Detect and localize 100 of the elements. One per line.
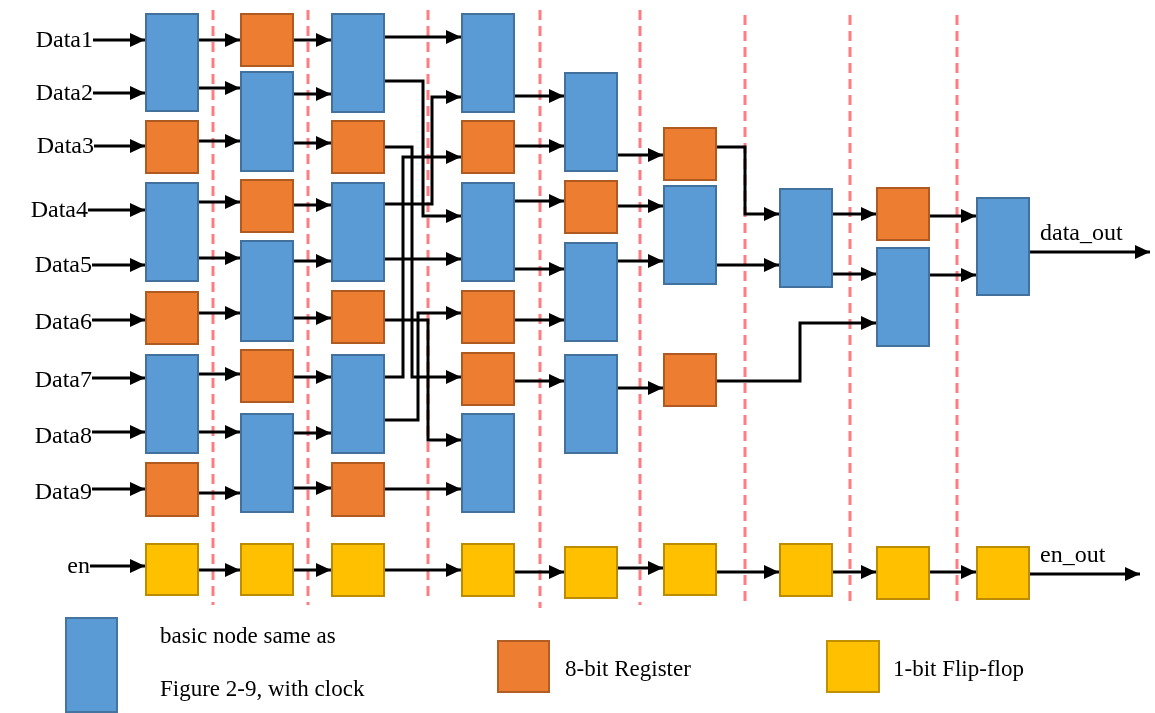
signal-label: Data8 [34,421,92,449]
arrow [833,267,876,281]
basic-node-block [331,182,385,282]
basic-node-block [976,197,1030,296]
flip-flop-block [663,543,717,596]
arrow [294,481,331,495]
arrow [833,207,876,221]
arrow [294,87,331,101]
register-block [240,13,294,67]
arrow [515,262,564,276]
basic-node-block [564,242,618,342]
arrow [717,565,779,579]
arrow [199,33,240,47]
arrow [294,198,331,212]
arrow [385,318,461,447]
signal-label: Data2 [35,78,93,106]
arrow [94,139,145,153]
arrow [92,482,145,496]
arrow [199,81,240,95]
arrow [515,374,564,388]
arrow [92,371,145,385]
register-block [564,180,618,234]
arrow [199,367,240,381]
basic-node-block [461,182,515,282]
basic-node-block [564,354,618,454]
signal-label: Data1 [35,25,93,53]
basic-node-block [145,354,199,454]
basic-node-block [461,413,515,513]
basic-node-block [663,185,717,285]
arrow [930,209,976,223]
register-block [663,127,717,181]
basic-node-block [331,354,385,454]
signal-label: en [67,551,90,579]
arrow [618,199,663,213]
arrow [199,251,240,265]
arrow [385,563,461,577]
flip-flop-block [461,543,515,597]
basic-node-block [145,182,199,282]
arrow [618,561,663,575]
basic-node-block [145,13,199,112]
flip-flop-block [145,543,199,596]
basic-node-block [876,247,930,347]
arrow [515,313,564,327]
arrow [92,425,145,439]
register-block [331,290,385,344]
register-block [663,353,717,407]
signal-label: Data6 [34,307,92,335]
arrow [833,565,876,579]
register-block [331,120,385,174]
register-block [461,352,515,406]
arrow [717,316,876,383]
arrow [385,252,461,266]
arrow [294,370,331,384]
signal-label: Data5 [34,250,92,278]
arrow [385,90,461,206]
arrow [199,563,240,577]
basic-node-block [240,71,294,172]
signal-label: Data3 [36,131,94,159]
arrow [717,145,779,221]
register-block [461,120,515,174]
register-block [145,462,199,517]
legend-label: 8-bit Register [565,655,691,683]
basic-node-block [240,413,294,513]
arrow [515,565,564,579]
flip-flop-block [240,543,294,596]
legend-label: basic node same as Figure 2-9, with clock [160,622,365,703]
flip-flop-block [331,543,385,597]
arrow [92,313,145,327]
flip-flop-block [876,546,930,600]
arrow [199,486,240,500]
register-block [145,291,199,345]
arrow [618,148,663,162]
arrow [93,33,145,47]
signal-label: Data4 [30,195,88,223]
arrow [199,134,240,148]
legend-label: 1-bit Flip-flop [893,655,1024,683]
arrow [90,559,145,573]
arrow [199,425,240,439]
arrow [1030,245,1150,259]
arrow [294,311,331,325]
arrow [515,194,564,208]
arrow [385,79,461,223]
basic-node-block [461,13,515,113]
arrow [294,33,331,47]
arrow [385,482,461,496]
arrow [930,268,976,282]
flip-flop-block [779,543,833,597]
register-block [331,462,385,517]
register-block [461,290,515,344]
arrow [199,306,240,320]
arrow [93,86,145,100]
arrow [930,565,976,579]
register-block [876,187,930,241]
register-block [145,120,199,174]
arrow [294,426,331,440]
arrow [199,195,240,209]
arrow [385,306,461,422]
arrow [294,136,331,150]
arrow [515,89,564,103]
signal-label: Data7 [34,365,92,393]
